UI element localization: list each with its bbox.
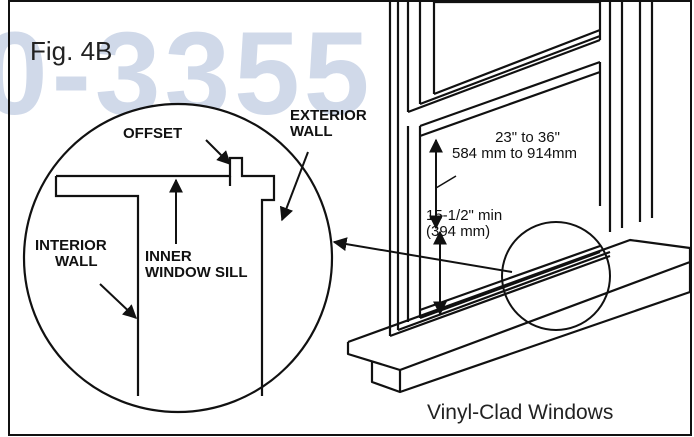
inner-window-sill-label: INNER WINDOW SILL [145,249,247,281]
interior-wall-label: INTERIOR WALL [35,238,107,270]
inner-sill-line-2: WINDOW SILL [145,263,248,281]
inner-sill-line-1: INNER [145,248,192,265]
min-height-label: 15-1/2" min (394 mm) [426,208,502,240]
figure-caption: Vinyl-Clad Windows [427,401,614,424]
detail-sill-drawing [54,156,276,396]
sill-height-range-label: 23" to 36" 584 mm to 914mm [452,130,577,162]
detail-connector-arrow [332,237,513,273]
detail-locator-circle [501,221,611,331]
exterior-wall-arrow [279,151,309,222]
sill-height-metric: 584 mm to 914mm [452,144,578,162]
min-height-metric: (394 mm) [426,222,491,240]
window-illustration [346,0,692,394]
figure-label: Fig. 4B [30,36,113,66]
min-height-imperial: 15-1/2" min [426,207,503,224]
figure-border [8,0,692,436]
interior-wall-arrow [99,283,138,319]
offset-arrow [205,139,231,165]
exterior-wall-line-2: WALL [290,122,333,140]
exterior-wall-label: EXTERIOR WALL [290,108,367,140]
detail-circle [22,102,334,414]
sill-height-imperial: 23" to 36" [495,129,560,146]
exterior-wall-line-1: EXTERIOR [290,107,367,124]
interior-wall-line-1: INTERIOR [35,237,107,254]
interior-wall-line-2: WALL [55,252,98,270]
offset-label: OFFSET [123,125,183,142]
